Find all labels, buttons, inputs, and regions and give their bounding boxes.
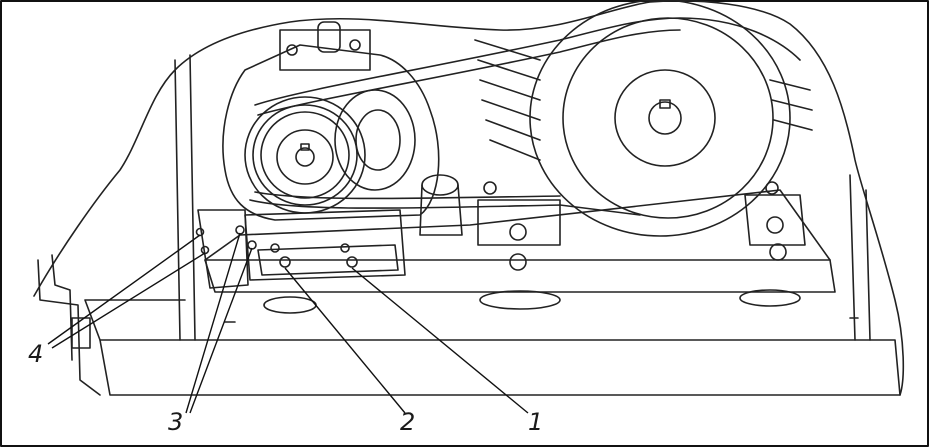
tensioner-arm — [419, 184, 463, 236]
mounting-plate-top — [204, 189, 831, 261]
large-pulley-face — [562, 17, 774, 219]
motor-top-fitting — [317, 21, 341, 53]
housing-breakout-outline — [33, 0, 905, 396]
motor-terminal-box — [279, 29, 371, 71]
frame-post-left — [174, 54, 196, 341]
clamp-block-right — [744, 194, 806, 246]
v-belt-top — [254, 17, 801, 106]
stud-item3-a — [235, 225, 245, 235]
clamp-bolt-center-1 — [509, 223, 527, 241]
housing-base — [99, 339, 901, 396]
housing-slot — [71, 317, 91, 349]
bracket-bolt-4 — [340, 243, 350, 253]
large-pulley-rim — [529, 0, 791, 237]
small-pulley-keyway — [300, 143, 310, 151]
tensioner — [421, 174, 459, 196]
housing-left-wall — [37, 259, 101, 396]
large-pulley-hub — [614, 69, 716, 167]
clamp-bolt-center-2 — [509, 253, 527, 271]
small-pulley-bore — [295, 147, 315, 167]
leader-line-3b — [189, 247, 253, 414]
callout-1: 1 — [528, 408, 543, 436]
clamp-bolt-right-top — [765, 181, 779, 195]
bracket-bolt-2 — [346, 256, 358, 268]
stud-item3-b — [247, 240, 257, 250]
clamp-bolt-right-2 — [769, 243, 787, 261]
foot-center — [479, 290, 561, 310]
callout-3: 3 — [168, 408, 183, 436]
bracket-bolt-3 — [270, 243, 280, 253]
adjustment-plate — [197, 209, 249, 289]
leader-line-4a — [47, 234, 201, 345]
leader-line-2 — [284, 267, 406, 414]
callout-2: 2 — [400, 408, 415, 436]
housing-base-edge — [84, 299, 186, 341]
motor-nut-right — [349, 39, 361, 51]
v-belt-bottom — [249, 199, 641, 216]
large-pulley-bore — [648, 101, 682, 135]
clamp-block-center — [477, 199, 561, 246]
callout-4: 4 — [28, 340, 43, 368]
large-pulley-keyway — [659, 99, 671, 109]
v-belt-top-inner — [257, 29, 681, 116]
stud-item4-a — [195, 227, 205, 237]
v-belt-bottom-inner — [254, 191, 561, 200]
clamp-bolt-center-top — [483, 181, 497, 195]
foot-left — [263, 296, 317, 314]
clamp-bolt-right-1 — [766, 216, 784, 234]
foot-right — [739, 289, 801, 307]
small-pulley-groove-1 — [252, 104, 358, 206]
mounting-plate — [204, 259, 836, 293]
frame-post-right — [849, 174, 871, 341]
bracket-bolt-1 — [279, 256, 291, 268]
small-pulley-groove-2 — [260, 111, 350, 199]
leader-line-4b — [51, 252, 206, 349]
motor-nut-left — [286, 44, 298, 56]
pulley-guard-inner — [355, 109, 401, 171]
housing-left-inner — [51, 254, 73, 361]
small-pulley-hub — [276, 129, 334, 185]
leader-line-3a — [185, 232, 241, 414]
leader-line-1 — [351, 267, 529, 414]
cooling-fins — [474, 39, 813, 161]
